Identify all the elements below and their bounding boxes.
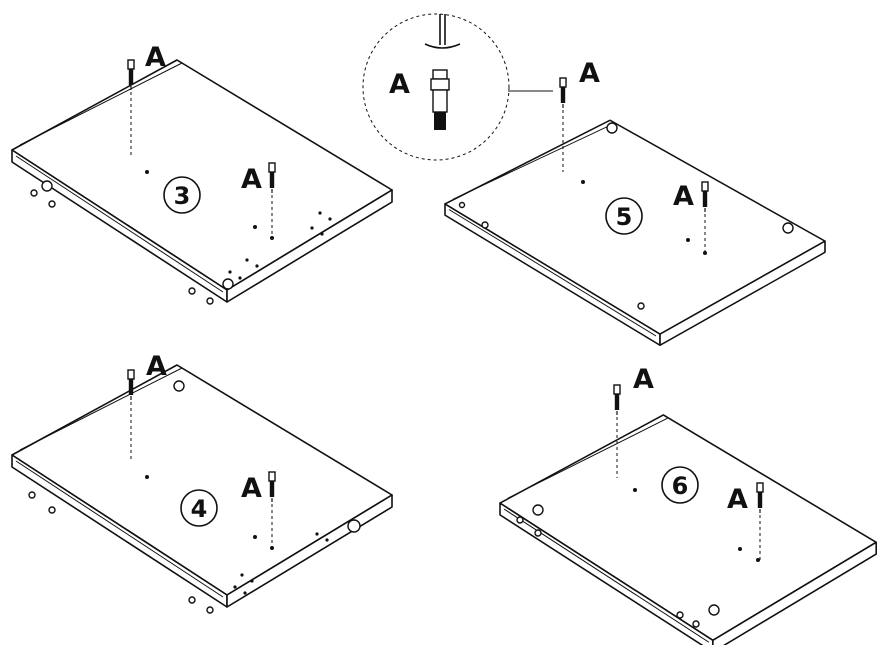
screw-a-5-right	[701, 181, 709, 255]
part-label-a: A	[727, 484, 748, 515]
panel-step-5	[444, 119, 826, 347]
svg-text:5: 5	[616, 203, 633, 231]
part-label-a: A	[633, 364, 654, 395]
screw-a-4-left	[127, 369, 135, 460]
screw-a-3-left	[127, 59, 135, 155]
screw-a-4-right	[268, 471, 276, 545]
detail-label-a: A	[389, 69, 410, 100]
panel-step-6	[499, 414, 877, 645]
svg-text:4: 4	[191, 495, 208, 523]
svg-text:6: 6	[672, 472, 689, 500]
panel-step-3	[11, 59, 393, 305]
step-number-3: 3	[163, 176, 201, 214]
screw-a-6-right	[756, 482, 764, 560]
svg-text:3: 3	[174, 182, 191, 210]
step-number-4: 4	[180, 489, 218, 527]
part-label-a: A	[241, 473, 262, 504]
screw-a-5-left	[559, 77, 567, 172]
part-label-a: A	[145, 42, 166, 73]
part-label-a: A	[146, 351, 167, 382]
part-label-a: A	[673, 181, 694, 212]
part-label-a: A	[579, 58, 600, 89]
step-number-6: 6	[661, 466, 699, 504]
panel-step-4	[11, 364, 393, 614]
step-number-5: 5	[605, 197, 643, 235]
dowel-icon	[430, 69, 450, 130]
screw-a-6-left	[613, 384, 621, 478]
screw-a-3-right	[268, 162, 276, 235]
detail-callout: A	[362, 13, 553, 161]
part-label-a: A	[241, 164, 262, 195]
